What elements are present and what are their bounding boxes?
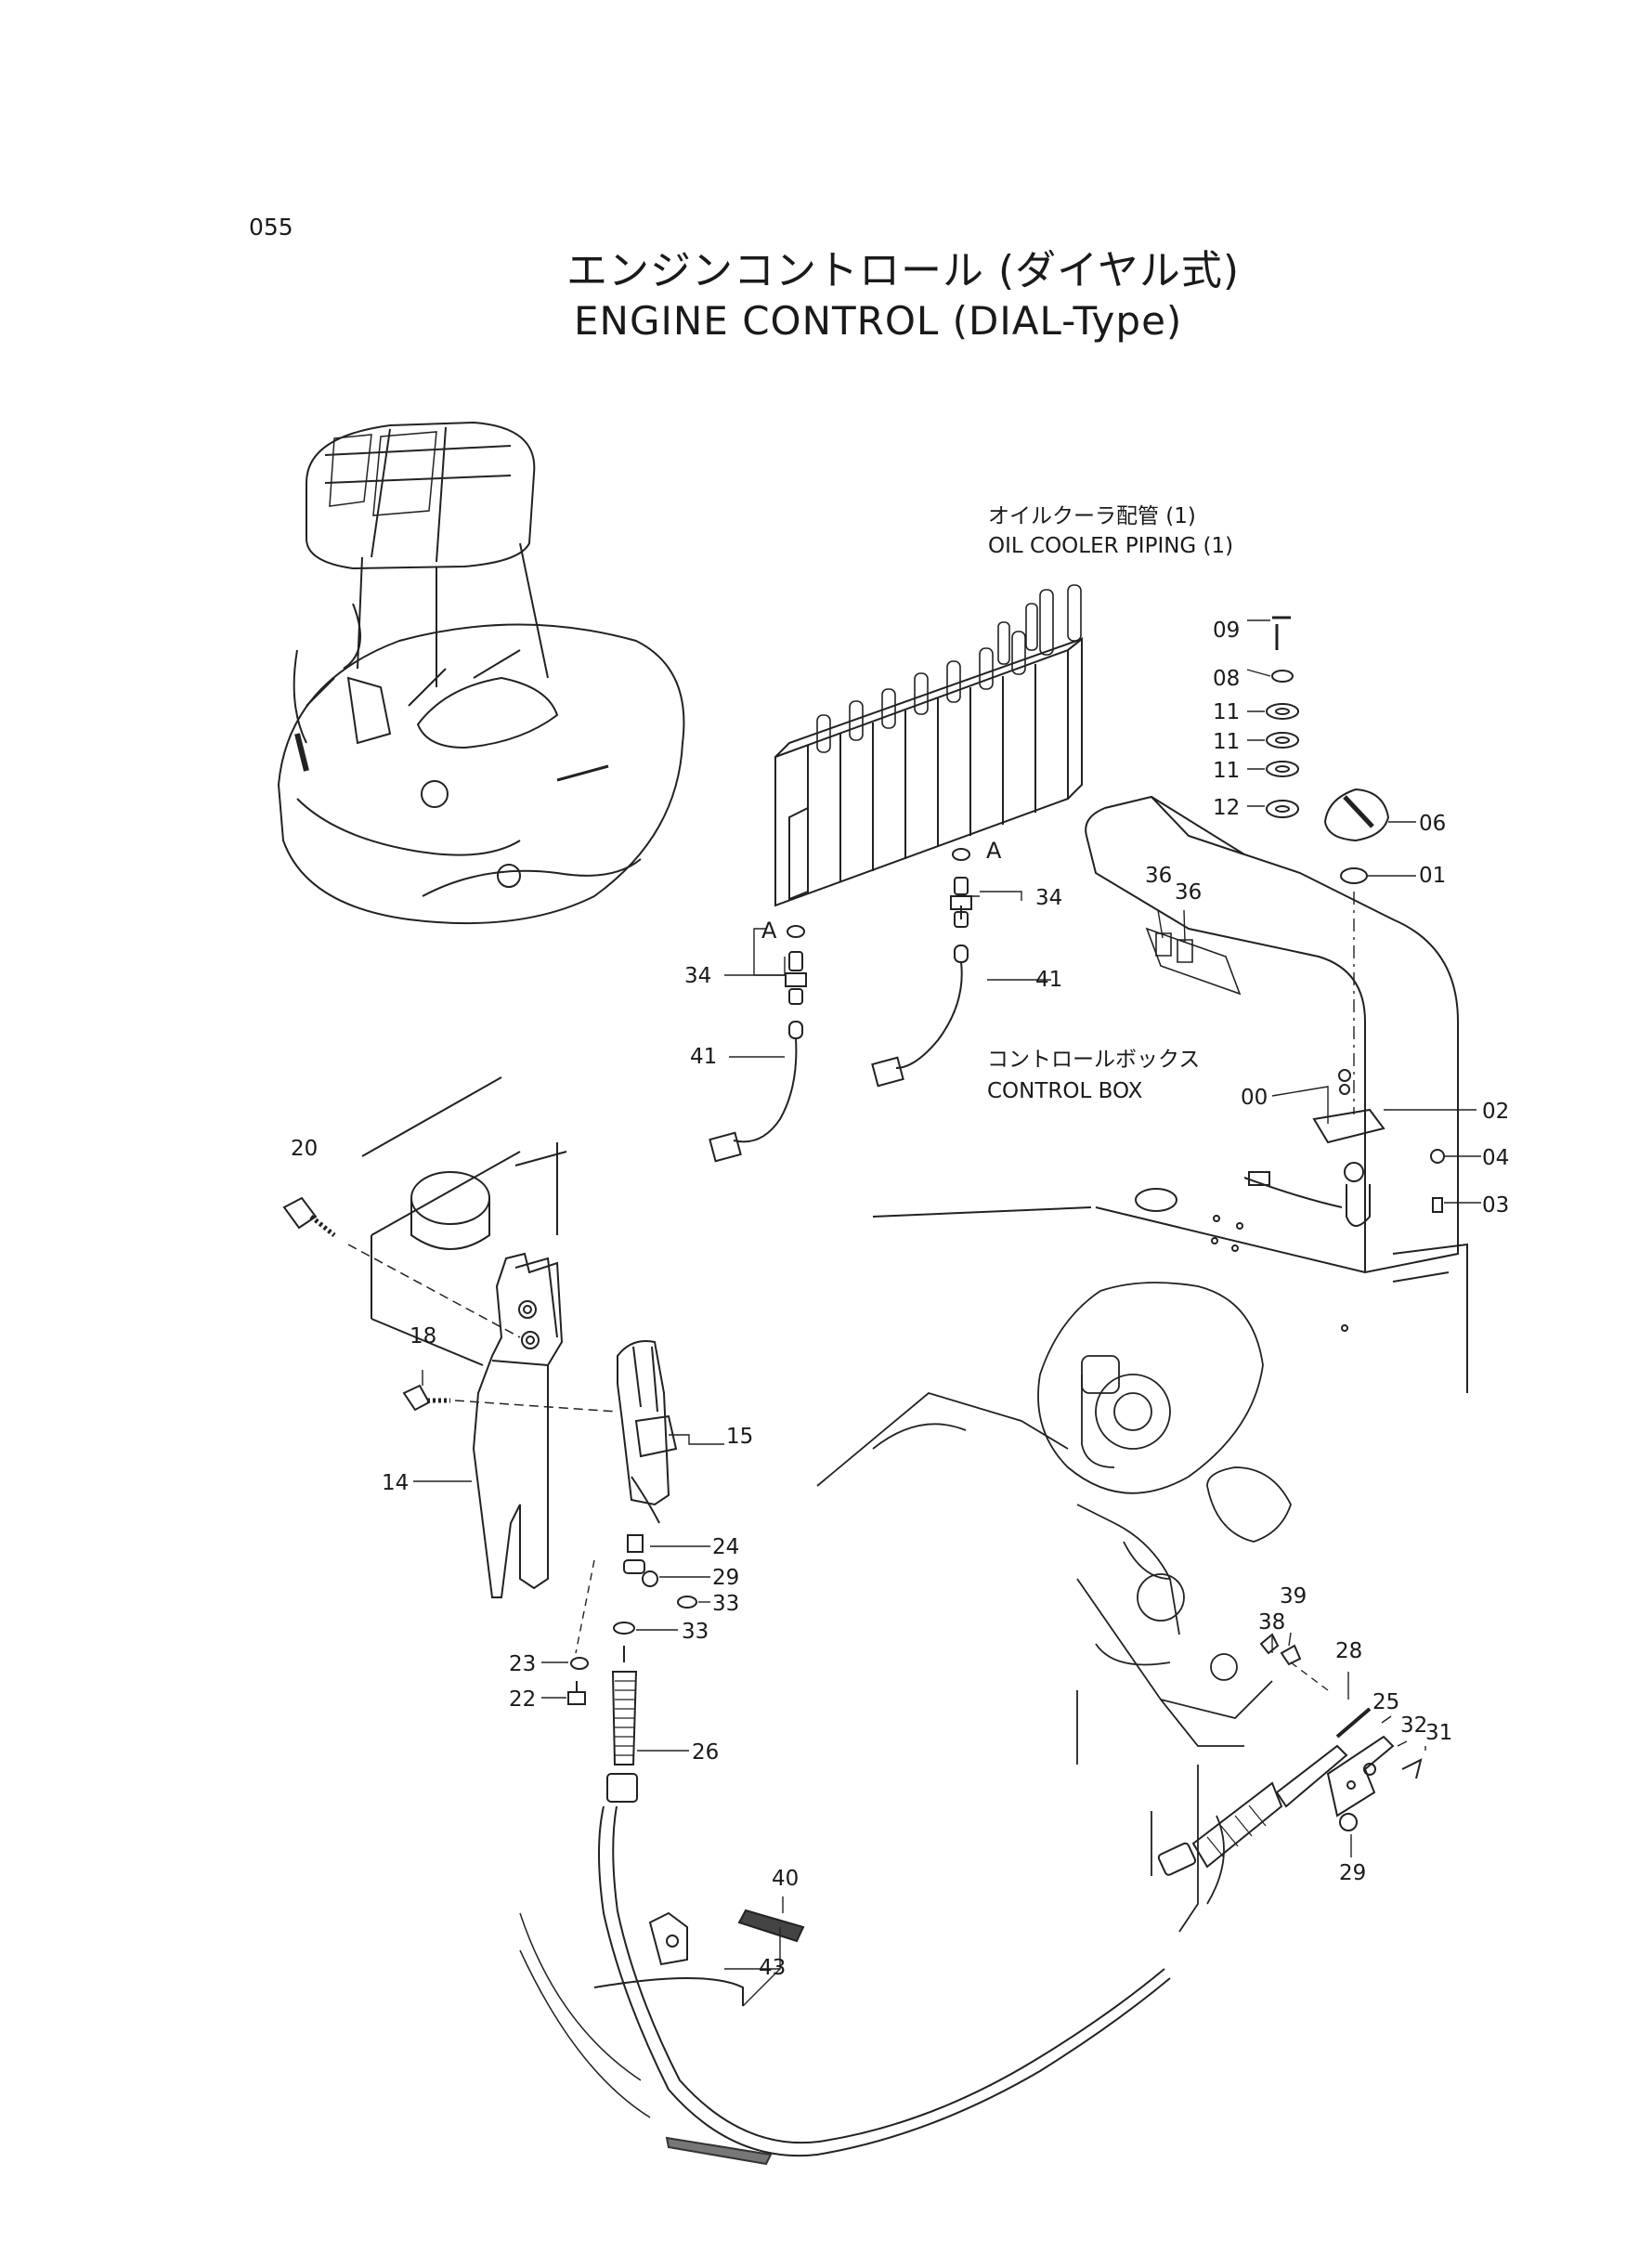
nut-29	[643, 1571, 657, 1586]
seal-40	[739, 1910, 803, 1941]
page-number: 055	[249, 214, 293, 241]
excavator-overview-illustration	[279, 423, 683, 923]
part-callout: 24	[712, 1535, 740, 1559]
nut-29-right	[1340, 1814, 1357, 1831]
leader-line-dashed	[348, 1244, 520, 1337]
detail-marker-a-left: A	[761, 918, 777, 944]
leader-line-dashed-18	[455, 1401, 618, 1412]
control-box-label-jp: コントロールボックス	[987, 1048, 1201, 1072]
bolt-28	[1337, 1709, 1370, 1737]
washer-33-upper	[678, 1596, 696, 1608]
bracket-14	[474, 1254, 562, 1597]
part-callout: 15	[726, 1425, 754, 1449]
nut-38	[1261, 1635, 1278, 1653]
part-callout: 43	[759, 1956, 787, 1980]
detail-marker-a-right: A	[986, 838, 1002, 864]
part-callout: 20	[291, 1137, 319, 1161]
part-callout: 36	[1145, 864, 1173, 888]
part-callout: 18	[410, 1324, 437, 1348]
page-title-english: ENGINE CONTROL (DIAL-Type)	[574, 298, 1183, 344]
oil-cooler-label-en: OIL COOLER PIPING (1)	[988, 534, 1234, 558]
throttle-cable-26	[599, 1646, 1346, 2164]
part-callout: 26	[692, 1740, 720, 1765]
washer-23	[571, 1658, 588, 1669]
control-box-illustration	[873, 797, 1467, 1393]
control-valve-assembly	[775, 585, 1082, 919]
washer-32	[1364, 1764, 1375, 1775]
part-callout: 41	[690, 1045, 718, 1069]
fitting-assembly-right	[872, 849, 971, 1086]
dial-actuator-15	[618, 1341, 676, 1573]
washer-39	[1281, 1646, 1300, 1664]
part-callout: 28	[1335, 1639, 1363, 1663]
part-callout: 39	[1280, 1584, 1307, 1609]
part-callout: 33	[712, 1592, 740, 1616]
fitting-assembly-left	[709, 926, 806, 1161]
part-callout: 01	[1419, 864, 1447, 888]
part-callout: 00	[1241, 1086, 1268, 1110]
part-callout: 34	[1035, 886, 1063, 910]
part-callout: 11	[1213, 700, 1241, 724]
dial-parts-stack	[1244, 618, 1444, 1226]
part-callout: 23	[509, 1652, 537, 1676]
part-callout: 33	[682, 1620, 709, 1644]
part-callout: 04	[1482, 1146, 1510, 1170]
oil-cooler-label-jp: オイルクーラ配管 (1)	[988, 504, 1196, 528]
engine-illustration	[817, 1283, 1291, 1932]
part-callout: 11	[1213, 730, 1241, 754]
part-callout: 40	[772, 1867, 800, 1891]
floor-outline	[520, 1913, 650, 2117]
bolt-22	[568, 1681, 585, 1704]
page-title-japanese: エンジンコントロール (ダイヤル式)	[566, 247, 1240, 294]
bolt-18	[404, 1386, 450, 1410]
part-callout: 25	[1372, 1690, 1400, 1714]
part-callout: 06	[1419, 812, 1447, 836]
part-callout: 41	[1035, 968, 1063, 992]
part-callout: 03	[1482, 1193, 1510, 1218]
part-callout: 02	[1482, 1100, 1510, 1124]
part-callout: 29	[1339, 1861, 1367, 1885]
cable-bracket-25	[1328, 1737, 1393, 1816]
part-callout: 11	[1213, 759, 1241, 783]
control-box-label-en: CONTROL BOX	[987, 1079, 1143, 1103]
bolt-20	[284, 1198, 334, 1235]
washer-33-lower	[614, 1622, 634, 1634]
part-callout: 38	[1258, 1610, 1286, 1635]
part-callout: 09	[1213, 619, 1241, 643]
clamp-43	[594, 1913, 743, 2006]
part-callout: 36	[1175, 880, 1203, 905]
part-callout: 08	[1213, 667, 1241, 691]
part-callout: 14	[382, 1471, 410, 1495]
mounting-plate-illustration	[362, 1077, 566, 1365]
part-callout: 34	[684, 964, 712, 988]
part-callout: 22	[509, 1687, 537, 1712]
part-callout: 12	[1213, 796, 1241, 820]
part-callout: 29	[712, 1566, 740, 1590]
part-callout: 31	[1425, 1721, 1453, 1745]
callout-leader-lines	[413, 620, 1481, 2006]
part-callout: 32	[1400, 1713, 1428, 1738]
cotter-pin-31	[1402, 1760, 1421, 1778]
